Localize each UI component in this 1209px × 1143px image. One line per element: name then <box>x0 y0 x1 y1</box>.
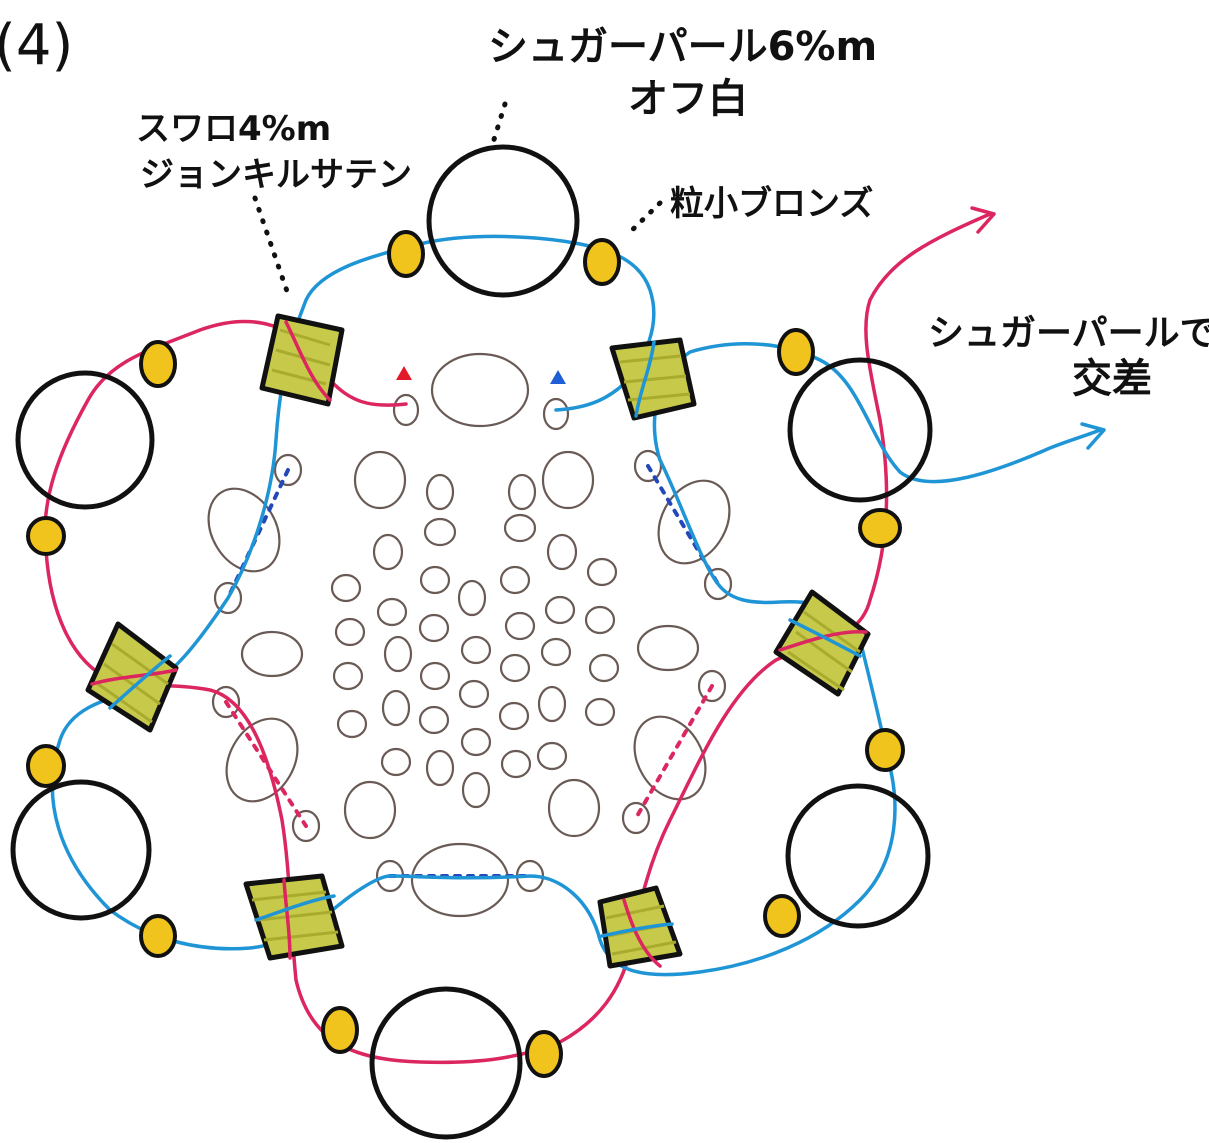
seed-bead-7 <box>26 744 66 788</box>
label-cross: シュガーパールで <box>928 313 1209 354</box>
dashed-thread-left-lower <box>224 700 308 828</box>
leader-seed-bead <box>623 200 663 239</box>
swarovski-top-right <box>609 337 697 421</box>
seed-bead-10 <box>763 894 801 938</box>
label-sugar-pearl-color: オフ白 <box>628 76 748 122</box>
inner-bead-structure <box>207 352 733 918</box>
seed-bead-12 <box>525 1030 563 1078</box>
sugar-pearl-left-lower <box>10 779 152 921</box>
swarovski-bottom-right <box>597 885 683 969</box>
swarovski-bottom-left <box>243 873 345 961</box>
red-arrow-head <box>970 206 996 234</box>
swarovski-left <box>85 621 179 733</box>
start-marker-red-icon <box>396 366 412 380</box>
seed-bead-9 <box>139 914 177 958</box>
seed-bead-2 <box>583 238 621 286</box>
seed-bead-3 <box>139 340 177 388</box>
swarovski-right <box>773 589 871 697</box>
sugar-pearl-left-upper <box>15 370 155 510</box>
label-seed-bead: 粒小ブロンズ <box>670 184 873 224</box>
sugar-pearls <box>10 144 933 1140</box>
label-swaro-color: ジョンキルサテン <box>140 155 412 195</box>
red-thread <box>43 212 992 1065</box>
leader-swaro <box>252 195 293 303</box>
label-sugar-pearl: シュガーパール6%m <box>488 24 877 70</box>
seed-bead-1 <box>387 230 425 278</box>
dashed-thread-right-upper <box>646 464 720 586</box>
blue-arrow-head <box>1080 422 1106 450</box>
seed-bead-11 <box>321 1006 359 1054</box>
seed-bead-6 <box>858 508 902 548</box>
label-swaro: スワロ4%m <box>136 109 331 149</box>
start-marker-blue-icon <box>550 370 566 384</box>
seed-bead-5 <box>26 516 66 556</box>
swarovski-crystals <box>85 313 871 969</box>
sugar-pearl-bottom <box>369 986 523 1140</box>
sugar-pearl-top <box>426 144 580 298</box>
sugar-pearl-right-upper <box>787 357 933 503</box>
leader-sugar-pearl <box>489 101 508 149</box>
swarovski-top-left <box>259 313 345 407</box>
sugar-pearl-right-lower <box>785 783 931 929</box>
seed-bead-4 <box>777 328 815 376</box>
dashed-thread-right-lower <box>634 684 714 820</box>
seed-bead-8 <box>865 728 905 772</box>
label-cross-2: 交差 <box>1072 356 1152 402</box>
step-label: (4) <box>0 13 73 78</box>
seed-beads <box>26 230 905 1078</box>
